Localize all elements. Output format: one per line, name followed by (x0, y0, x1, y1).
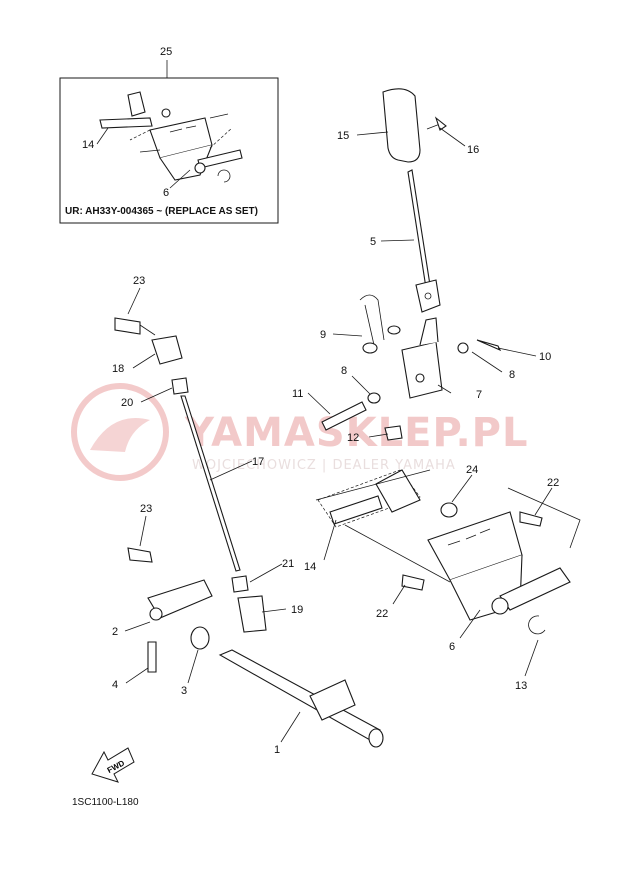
washer (457, 342, 469, 354)
callout-22-right: 22 (547, 477, 559, 489)
shift-lever-assembly (321, 88, 502, 441)
nut-20 (171, 377, 189, 395)
shift-knob (382, 88, 421, 163)
callout-24: 24 (466, 464, 478, 476)
watermark-logo-mark (90, 418, 150, 452)
bracket-assembly (315, 469, 581, 635)
callout-12: 12 (347, 432, 359, 444)
inset-box: 25 14 6 UR: AH33Y-004365 ~ (REPLACE AS S… (59, 46, 279, 224)
callout-15: 15 (337, 130, 349, 142)
callout-23-bottom: 23 (140, 503, 152, 515)
inset-frame (59, 77, 279, 224)
callout-9: 9 (320, 329, 326, 341)
callout-7: 7 (476, 389, 482, 401)
callout-18: 18 (112, 363, 124, 375)
pin (321, 401, 367, 431)
callout-23-top: 23 (133, 275, 145, 287)
bolt-22-right (519, 511, 543, 527)
bolt-12 (384, 425, 403, 441)
inset-callout-6: 6 (163, 187, 169, 199)
shift-shaft-1 (218, 649, 381, 741)
callout-6: 6 (449, 641, 455, 653)
inset-callout-14: 14 (82, 139, 94, 151)
inset-parts-drawing (99, 91, 243, 183)
linkage (114, 317, 384, 748)
callout-22-left: 22 (376, 608, 388, 620)
rod-end-19 (237, 595, 267, 633)
rod-17 (180, 395, 241, 572)
callout-8-right: 8 (509, 369, 515, 381)
watermark-tagline: WOJCIECHOWICZ | DEALER YAMAHA (192, 458, 456, 473)
fwd-arrow-icon (91, 747, 135, 783)
callout-21: 21 (282, 558, 294, 570)
callout-4: 4 (112, 679, 118, 691)
callouts: 15 16 5 9 8 10 8 7 11 12 23 18 20 17 24 … (112, 130, 559, 756)
callout-3: 3 (181, 685, 187, 697)
callout-10: 10 (539, 351, 551, 363)
leader-lines (124, 127, 553, 743)
spring (359, 294, 385, 346)
washer-3 (190, 626, 210, 650)
callout-11: 11 (292, 388, 303, 400)
callout-13: 13 (515, 680, 527, 692)
bolt-22-left (401, 574, 425, 591)
callout-5: 5 (370, 236, 376, 248)
nut-24 (440, 502, 458, 518)
inset-note: UR: AH33Y-004365 ~ (REPLACE AS SET) (65, 206, 258, 217)
callout-8-left: 8 (341, 365, 347, 377)
fwd-arrow: FWD (91, 747, 135, 783)
callout-1: 1 (274, 744, 280, 756)
bolt-23-top (114, 317, 141, 335)
shaft-14 (329, 495, 383, 525)
callout-2: 2 (112, 626, 118, 638)
watermark-brand: YAMASKLEP.PL (184, 410, 528, 456)
rod-end-18 (151, 335, 183, 365)
callout-19: 19 (291, 604, 303, 616)
shift-lever (407, 169, 431, 289)
callout-20: 20 (121, 397, 133, 409)
shaft-gear (309, 679, 356, 721)
callout-25: 25 (160, 46, 172, 58)
bolt-4 (147, 641, 157, 673)
watermark-logo-icon (71, 383, 169, 481)
watermark: YAMASKLEP.PL WOJCIECHOWICZ | DEALER YAMA… (71, 383, 528, 481)
figure-code: 1SC1100-L180 (72, 797, 139, 808)
callout-16: 16 (467, 144, 479, 156)
bolt-23-bottom (127, 547, 153, 563)
circlip-13 (528, 615, 546, 635)
lever-bracket (401, 341, 443, 399)
callout-14: 14 (304, 561, 316, 573)
nut-21 (231, 575, 249, 593)
callout-17: 17 (252, 456, 264, 468)
